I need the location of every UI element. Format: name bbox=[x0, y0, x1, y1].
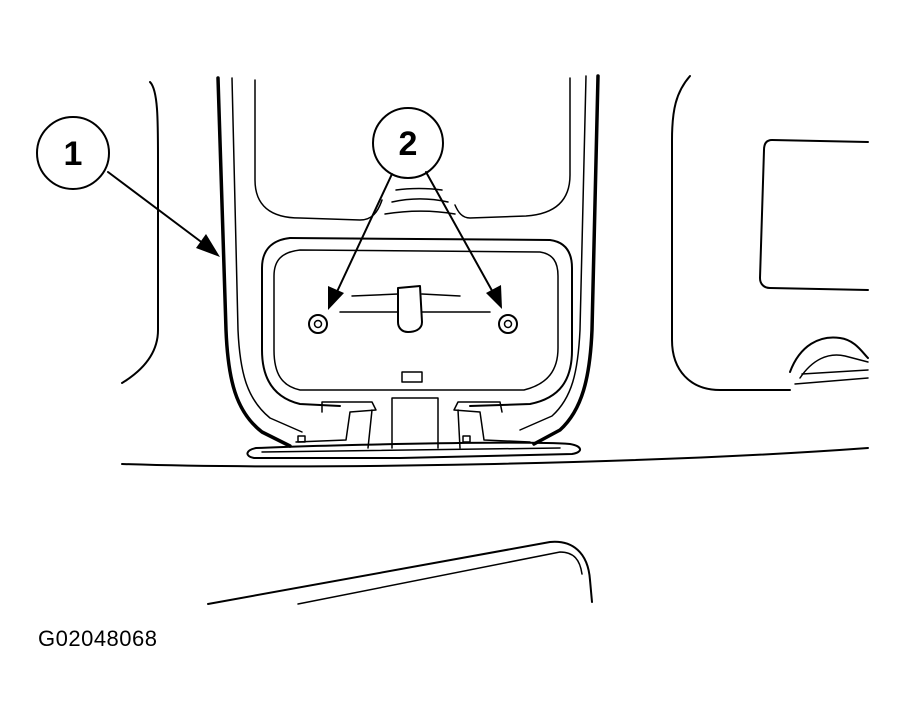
screw-right bbox=[498, 314, 518, 334]
upper-pocket-right bbox=[454, 77, 571, 219]
screw-left bbox=[308, 314, 328, 334]
leader-line-2a bbox=[334, 173, 393, 297]
callout-1: 1 bbox=[36, 116, 110, 190]
right-hook-base bbox=[794, 369, 869, 385]
bottom-tab-right bbox=[453, 401, 531, 443]
lens-side-posts bbox=[367, 409, 461, 449]
console-housing-inner-left bbox=[231, 77, 303, 433]
right-hook bbox=[789, 336, 869, 373]
arrowhead-2b bbox=[486, 285, 502, 309]
console-housing-outer-right bbox=[532, 74, 600, 446]
lamp-recess-outer bbox=[289, 237, 573, 407]
small-tab bbox=[297, 435, 306, 443]
arrowhead-2a bbox=[328, 286, 344, 310]
lamp-recess-outer-left bbox=[261, 237, 341, 407]
right-hook-inner bbox=[799, 354, 869, 379]
console-housing-outer bbox=[216, 76, 292, 448]
right-window-outline bbox=[759, 139, 869, 291]
clip-guide-line bbox=[351, 293, 399, 297]
callout-2-label: 2 bbox=[399, 125, 418, 163]
leader-line-1 bbox=[107, 171, 213, 251]
console-bottom-lip bbox=[246, 441, 581, 459]
callout-2: 2 bbox=[372, 107, 444, 179]
center-lens-block bbox=[391, 397, 439, 449]
console-housing-inner-right bbox=[519, 75, 587, 431]
contour-line bbox=[391, 198, 449, 203]
small-tab bbox=[462, 435, 471, 443]
callout-2-circle bbox=[372, 107, 444, 179]
headliner-edge bbox=[121, 447, 869, 468]
retaining-clip bbox=[397, 285, 423, 333]
console-bottom-lip-inner bbox=[261, 447, 561, 453]
bottom-tab-left bbox=[295, 401, 377, 443]
right-panel bbox=[671, 75, 791, 391]
left-headliner-panel bbox=[121, 81, 159, 384]
arrowhead-1 bbox=[196, 234, 220, 257]
contour-line bbox=[395, 187, 443, 191]
lamp-recess-inner bbox=[273, 249, 559, 391]
callout-1-circle bbox=[36, 116, 110, 190]
lower-panel-inner bbox=[297, 551, 583, 605]
small-slot bbox=[401, 371, 423, 383]
contour-line bbox=[384, 210, 456, 215]
upper-pocket bbox=[254, 79, 383, 221]
callout-1-label: 1 bbox=[64, 135, 83, 173]
leader-line-2b bbox=[425, 171, 496, 297]
clip-guide-line bbox=[421, 293, 461, 297]
figure-id: G02048068 bbox=[38, 626, 158, 651]
lower-panel-outer bbox=[207, 540, 593, 605]
